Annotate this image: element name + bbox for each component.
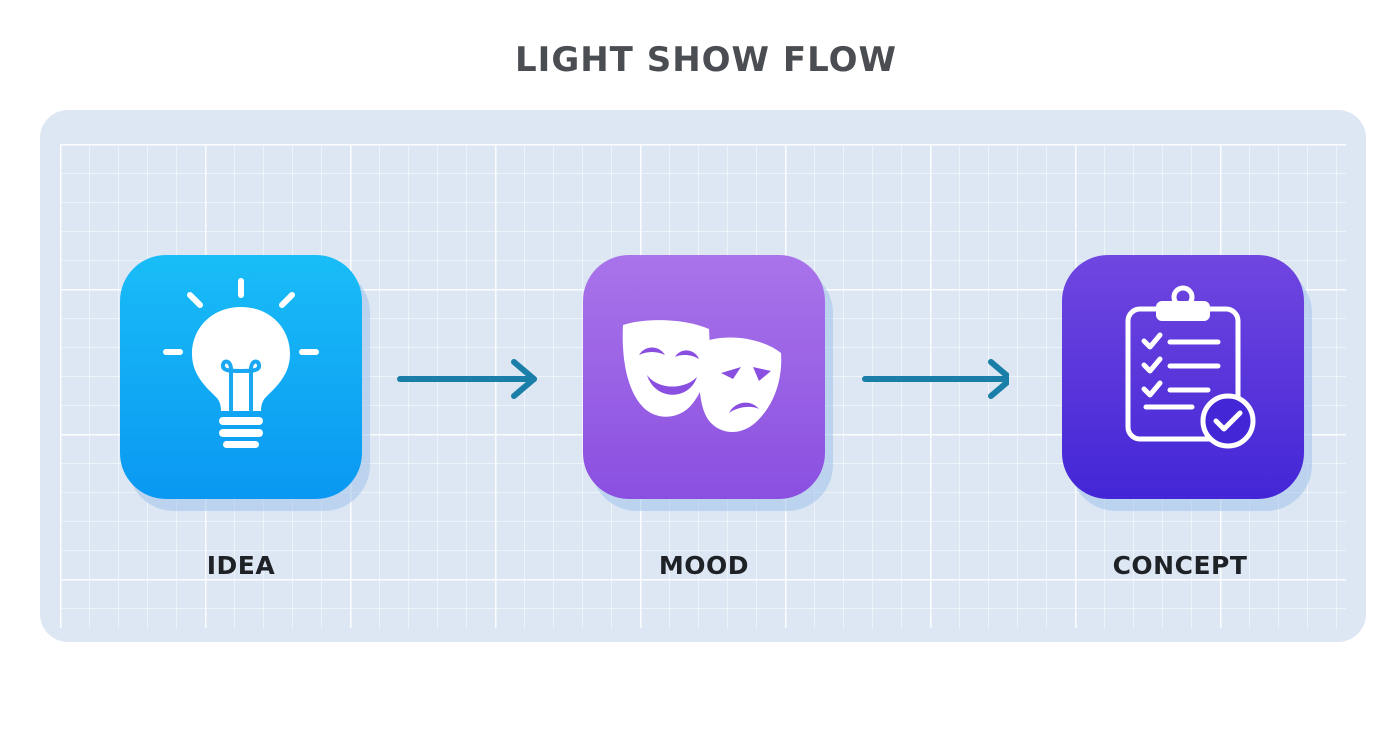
step-idea-tile [120, 255, 362, 499]
step-label-concept: CONCEPT [1112, 551, 1248, 580]
theater-masks-icon [622, 320, 782, 432]
step-label-idea: IDEA [206, 551, 276, 580]
arrow-right-icon [862, 359, 1009, 399]
lightbulb-icon [163, 278, 319, 448]
arrow-right-icon [397, 359, 537, 399]
step-label-mood: MOOD [658, 551, 750, 580]
clipboard-check-icon [1125, 285, 1256, 449]
step-mood-tile [583, 255, 825, 499]
diagram-title: LIGHT SHOW FLOW [515, 40, 897, 80]
step-concept-tile [1062, 255, 1304, 499]
